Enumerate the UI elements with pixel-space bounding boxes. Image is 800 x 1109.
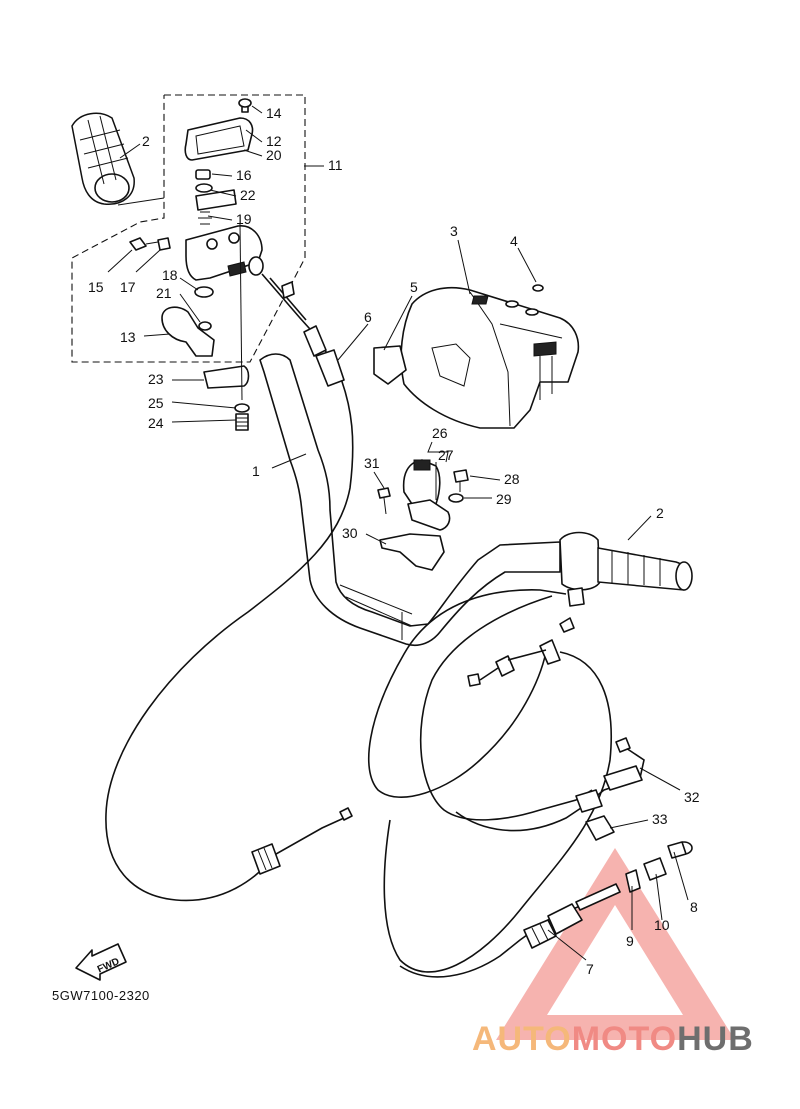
callout-30: 30 xyxy=(342,525,358,541)
callout-7: 7 xyxy=(586,961,594,977)
callout-17: 17 xyxy=(120,279,136,295)
throttle-cable xyxy=(105,273,354,902)
callout-21: 21 xyxy=(156,285,172,301)
callout-1: 1 xyxy=(252,463,260,479)
callout-2-left: 2 xyxy=(142,133,150,149)
callout-26: 26 xyxy=(432,425,448,441)
callout-12: 12 xyxy=(266,133,282,149)
cable-7 xyxy=(399,883,621,978)
callout-5: 5 xyxy=(410,279,418,295)
callout-3: 3 xyxy=(450,223,458,239)
callout-16: 16 xyxy=(236,167,252,183)
callout-22: 22 xyxy=(240,187,256,203)
callout-20: 20 xyxy=(266,147,282,163)
callout-11: 11 xyxy=(328,157,343,173)
callout-13: 13 xyxy=(120,329,136,345)
callout-19: 19 xyxy=(236,211,252,227)
callout-23: 23 xyxy=(148,371,164,387)
callout-29: 29 xyxy=(496,491,512,507)
cable-32 xyxy=(455,737,645,832)
left-grip-part xyxy=(71,112,135,205)
callout-33: 33 xyxy=(652,811,668,827)
adjuster-parts xyxy=(585,815,693,893)
callout-28: 28 xyxy=(504,471,520,487)
assembly-outline xyxy=(71,94,306,363)
callout-27: 27 xyxy=(438,447,454,463)
handlebar-cover-part xyxy=(400,284,580,429)
callout-15: 15 xyxy=(88,279,104,295)
callout-18: 18 xyxy=(162,267,178,283)
callout-4: 4 xyxy=(510,233,518,249)
cover-cap-part xyxy=(373,345,407,385)
throttle-housing-part xyxy=(117,98,264,431)
watermark-moto: MOTO xyxy=(571,1020,678,1058)
callout-32: 32 xyxy=(684,789,700,805)
watermark-hub: HUB xyxy=(677,1020,754,1058)
callout-labels: 1 2 2 3 4 5 6 7 8 9 10 11 12 13 14 15 16… xyxy=(88,105,700,977)
callout-6: 6 xyxy=(364,309,372,325)
fwd-arrow: FWD xyxy=(75,943,127,981)
clutch-cable xyxy=(368,587,612,973)
right-grip-part xyxy=(559,531,693,591)
callout-leaders xyxy=(107,105,689,961)
watermark-triangle xyxy=(496,848,735,1040)
callout-8: 8 xyxy=(690,899,698,915)
callout-25: 25 xyxy=(148,395,164,411)
watermark-auto: AUTO xyxy=(472,1020,572,1058)
callout-31: 31 xyxy=(364,455,380,471)
callout-9: 9 xyxy=(626,933,634,949)
watermark-brand: AUTOMOTOHUB xyxy=(472,1020,754,1059)
callout-2-right: 2 xyxy=(656,505,664,521)
diagram-code: 5GW7100-2320 xyxy=(52,988,150,1003)
lever-switch-part xyxy=(377,459,469,571)
callout-24: 24 xyxy=(148,415,164,431)
callout-10: 10 xyxy=(654,917,670,933)
callout-14: 14 xyxy=(266,105,282,121)
